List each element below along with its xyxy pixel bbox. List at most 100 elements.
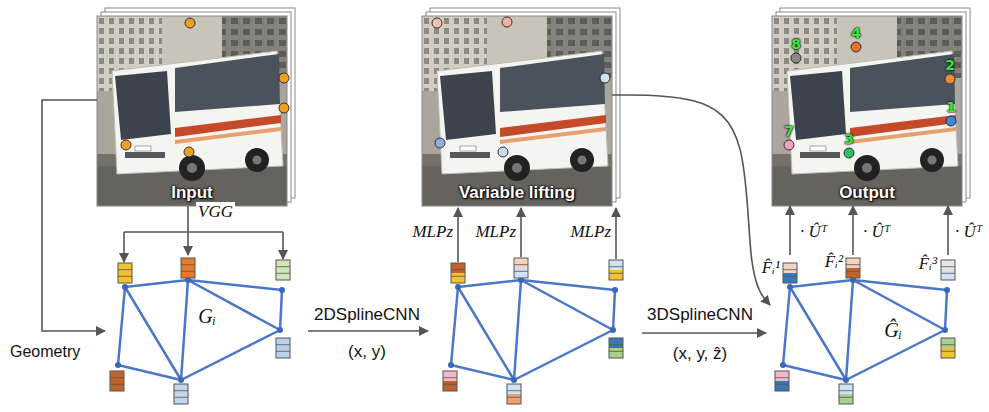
callout-number: 3 bbox=[844, 131, 854, 147]
illustration-part bbox=[110, 371, 124, 391]
illustration-part bbox=[846, 258, 860, 278]
flow-arrow bbox=[852, 206, 854, 255]
illustration-part bbox=[783, 263, 797, 283]
illustration-part bbox=[846, 258, 860, 268]
illustration-part bbox=[276, 260, 290, 270]
illustration-part bbox=[276, 348, 290, 358]
illustration-part bbox=[435, 138, 445, 148]
illustration-part bbox=[941, 348, 955, 358]
callout-number: 4 bbox=[851, 25, 861, 41]
image-panel: Input bbox=[97, 16, 287, 206]
callout-number: 7 bbox=[784, 123, 794, 139]
illustration-part bbox=[609, 260, 623, 280]
illustration-part bbox=[946, 116, 956, 126]
illustration-part bbox=[846, 258, 860, 278]
illustration-part bbox=[110, 371, 124, 381]
panel-title: Input bbox=[171, 183, 213, 203]
illustration-part bbox=[451, 263, 465, 283]
illustration-part bbox=[185, 18, 195, 28]
illustration-part bbox=[600, 73, 610, 83]
callout-number: 1 bbox=[946, 99, 956, 115]
coordinate-label: (x, y) bbox=[348, 342, 386, 362]
illustration-part bbox=[118, 273, 132, 283]
illustration-part bbox=[124, 231, 283, 233]
illustration-part bbox=[276, 338, 290, 358]
graph-name: Gᵢ bbox=[198, 305, 216, 328]
graph-mesh bbox=[115, 277, 950, 383]
illustration-part bbox=[507, 394, 521, 404]
illustration-part bbox=[775, 371, 789, 381]
illustration-part bbox=[514, 258, 528, 278]
illustration-part bbox=[174, 384, 188, 404]
illustration-part bbox=[443, 381, 457, 391]
illustration-part bbox=[110, 371, 124, 391]
flow-arrow bbox=[187, 206, 189, 255]
image-stack bbox=[97, 8, 295, 206]
illustration-part bbox=[941, 260, 955, 270]
image-stack bbox=[422, 8, 620, 206]
illustration-part bbox=[276, 338, 290, 348]
illustration-part bbox=[181, 258, 195, 268]
feature-label: F̂ᵢ¹ bbox=[762, 258, 780, 278]
illustration-part bbox=[118, 263, 132, 283]
illustration-part bbox=[422, 16, 612, 206]
illustration-part bbox=[97, 16, 287, 206]
illustration-part bbox=[615, 208, 617, 259]
panel-title: Output bbox=[839, 183, 895, 203]
illustration-part bbox=[276, 338, 290, 358]
illustration-part bbox=[498, 147, 508, 157]
illustration-part bbox=[507, 384, 521, 394]
illustration-part bbox=[839, 384, 853, 404]
illustration-part bbox=[174, 384, 188, 404]
callout-number: 8 bbox=[791, 36, 801, 52]
illustration-part bbox=[520, 208, 522, 257]
illustration-part bbox=[772, 16, 962, 206]
edge-label: · Ûᵀ bbox=[861, 222, 892, 242]
panel-title: Variable lifting bbox=[459, 183, 575, 203]
illustration-part bbox=[121, 140, 131, 150]
illustration-part bbox=[941, 260, 955, 280]
illustration-part bbox=[174, 394, 188, 404]
edge-label: · Ûᵀ bbox=[953, 222, 984, 242]
flow-arrow bbox=[612, 95, 770, 305]
illustration-part bbox=[276, 270, 290, 280]
graph-name: Ĝᵢ bbox=[884, 319, 902, 342]
illustration-part bbox=[123, 232, 125, 262]
illustration-part bbox=[422, 16, 612, 206]
illustration-part bbox=[507, 384, 521, 404]
illustration-part bbox=[941, 260, 955, 280]
illustration-part bbox=[780, 277, 950, 383]
edge-label: Geometry bbox=[8, 343, 82, 361]
illustration-part bbox=[181, 258, 195, 278]
illustration-part bbox=[609, 260, 623, 270]
illustration-part bbox=[451, 273, 465, 283]
illustration-part bbox=[945, 74, 955, 84]
illustration-part bbox=[609, 338, 623, 348]
illustration-part bbox=[279, 73, 289, 83]
operation-label: 3DSplineCNN bbox=[647, 305, 753, 325]
illustration-part bbox=[443, 371, 457, 381]
feature-label: F̂ᵢ³ bbox=[919, 254, 937, 274]
operation-label: 2DSplineCNN bbox=[314, 305, 420, 325]
illustration-part bbox=[783, 273, 797, 283]
illustration-part bbox=[941, 338, 955, 358]
illustration-part bbox=[514, 268, 528, 278]
illustration-part bbox=[609, 338, 623, 358]
illustration-part bbox=[772, 16, 962, 206]
image-stack bbox=[772, 8, 970, 206]
illustration-part bbox=[276, 260, 290, 280]
feature-label: F̂ᵢ² bbox=[825, 252, 843, 272]
callout-number: 2 bbox=[945, 57, 955, 73]
illustration-part bbox=[181, 268, 195, 278]
illustration-part bbox=[941, 338, 955, 348]
illustration-part bbox=[502, 17, 512, 27]
illustration-part bbox=[941, 338, 955, 358]
illustration-part bbox=[507, 384, 521, 404]
illustration-part bbox=[276, 260, 290, 280]
illustration-part bbox=[110, 381, 124, 391]
illustration-part bbox=[609, 348, 623, 358]
